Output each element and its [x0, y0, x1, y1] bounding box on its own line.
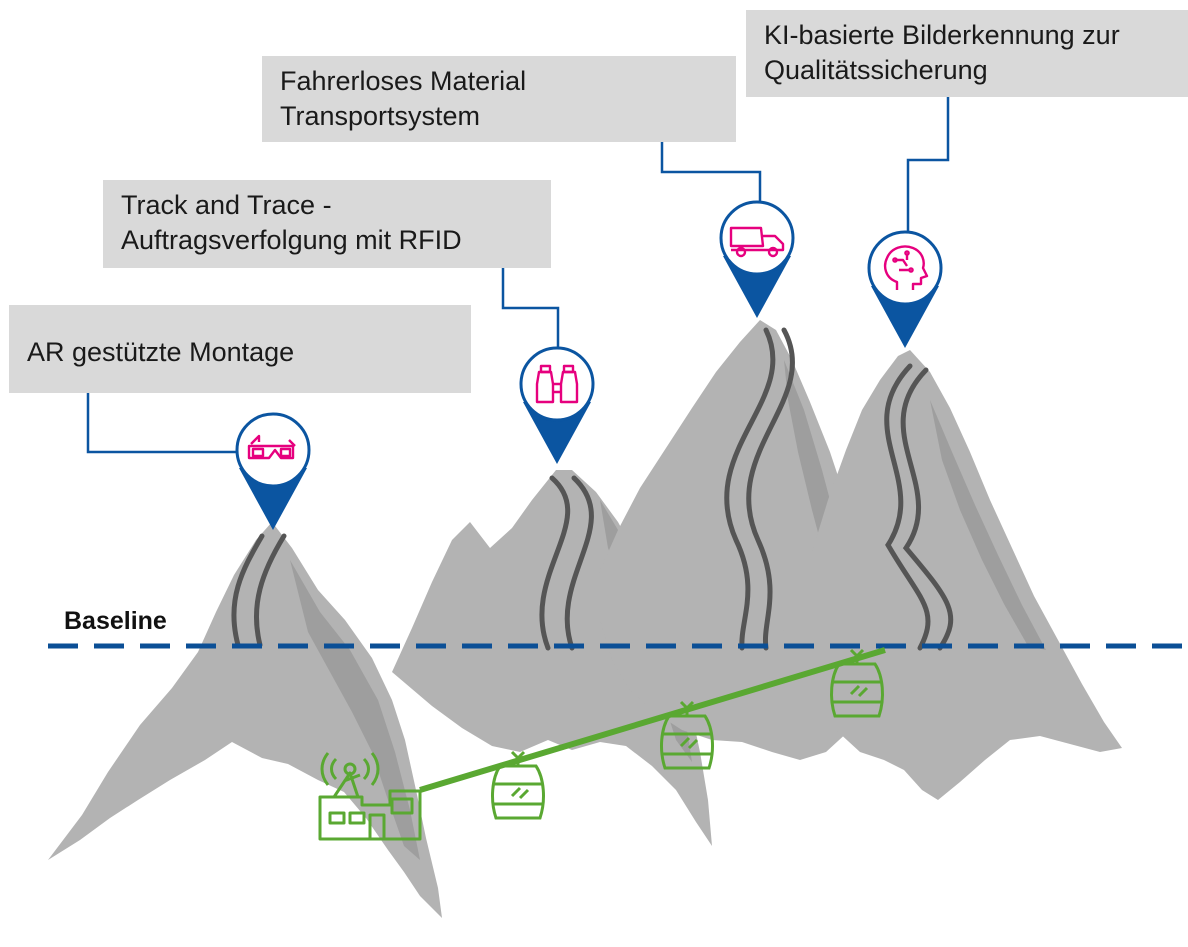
ski-track [884, 363, 931, 651]
cable-car-gondola-icon [660, 700, 714, 770]
truck-icon [729, 226, 785, 258]
pin-tt[interactable] [519, 346, 595, 464]
label-ki-bilderkennung: KI-basierte Bilderkennung zur Qualitätss… [746, 10, 1188, 97]
connector-tt [501, 268, 560, 352]
cable-car-line [419, 647, 886, 793]
cable-car-gondola-icon [830, 648, 884, 718]
pin-ki[interactable] [867, 230, 943, 348]
map-pin-icon [523, 402, 591, 464]
gondola-3 [830, 648, 884, 718]
mountain-1-ridge [290, 560, 420, 860]
base-station-icon [318, 752, 422, 841]
ski-track [724, 327, 776, 651]
cable-car-gondola-icon [491, 750, 545, 820]
ski-track [539, 475, 571, 651]
connector-lines [86, 97, 950, 454]
ski-track [746, 327, 795, 651]
label-ar-montage: AR gestützte Montage [9, 305, 471, 393]
map-pin-icon [235, 412, 311, 488]
map-pin-icon [239, 468, 307, 530]
ar-glasses-icon [247, 434, 296, 460]
connector-ar [86, 393, 238, 454]
connector-ki [906, 97, 950, 232]
label-track-and-trace: Track and Trace - Auftragsverfolgung mit… [103, 180, 551, 268]
binoculars-icon [535, 364, 579, 404]
ski-track [253, 533, 287, 648]
map-pin-icon [871, 286, 939, 348]
mountain-1 [48, 522, 442, 918]
label-fahrerloses-transportsystem: Fahrerloses Material Transportsystem [262, 56, 736, 142]
pin-ar[interactable] [235, 412, 311, 530]
map-pin-icon [723, 256, 791, 318]
map-pin-icon [867, 230, 943, 306]
gondola-1 [491, 750, 545, 820]
pin-fts[interactable] [719, 200, 795, 318]
baseline-label: Baseline [64, 607, 167, 635]
ski-tracks [231, 327, 954, 651]
ai-head-icon [883, 245, 929, 290]
ski-track [900, 367, 954, 651]
ski-track [564, 475, 594, 651]
gondola-2 [660, 700, 714, 770]
ski-track [231, 533, 265, 648]
connector-fts [660, 142, 762, 208]
